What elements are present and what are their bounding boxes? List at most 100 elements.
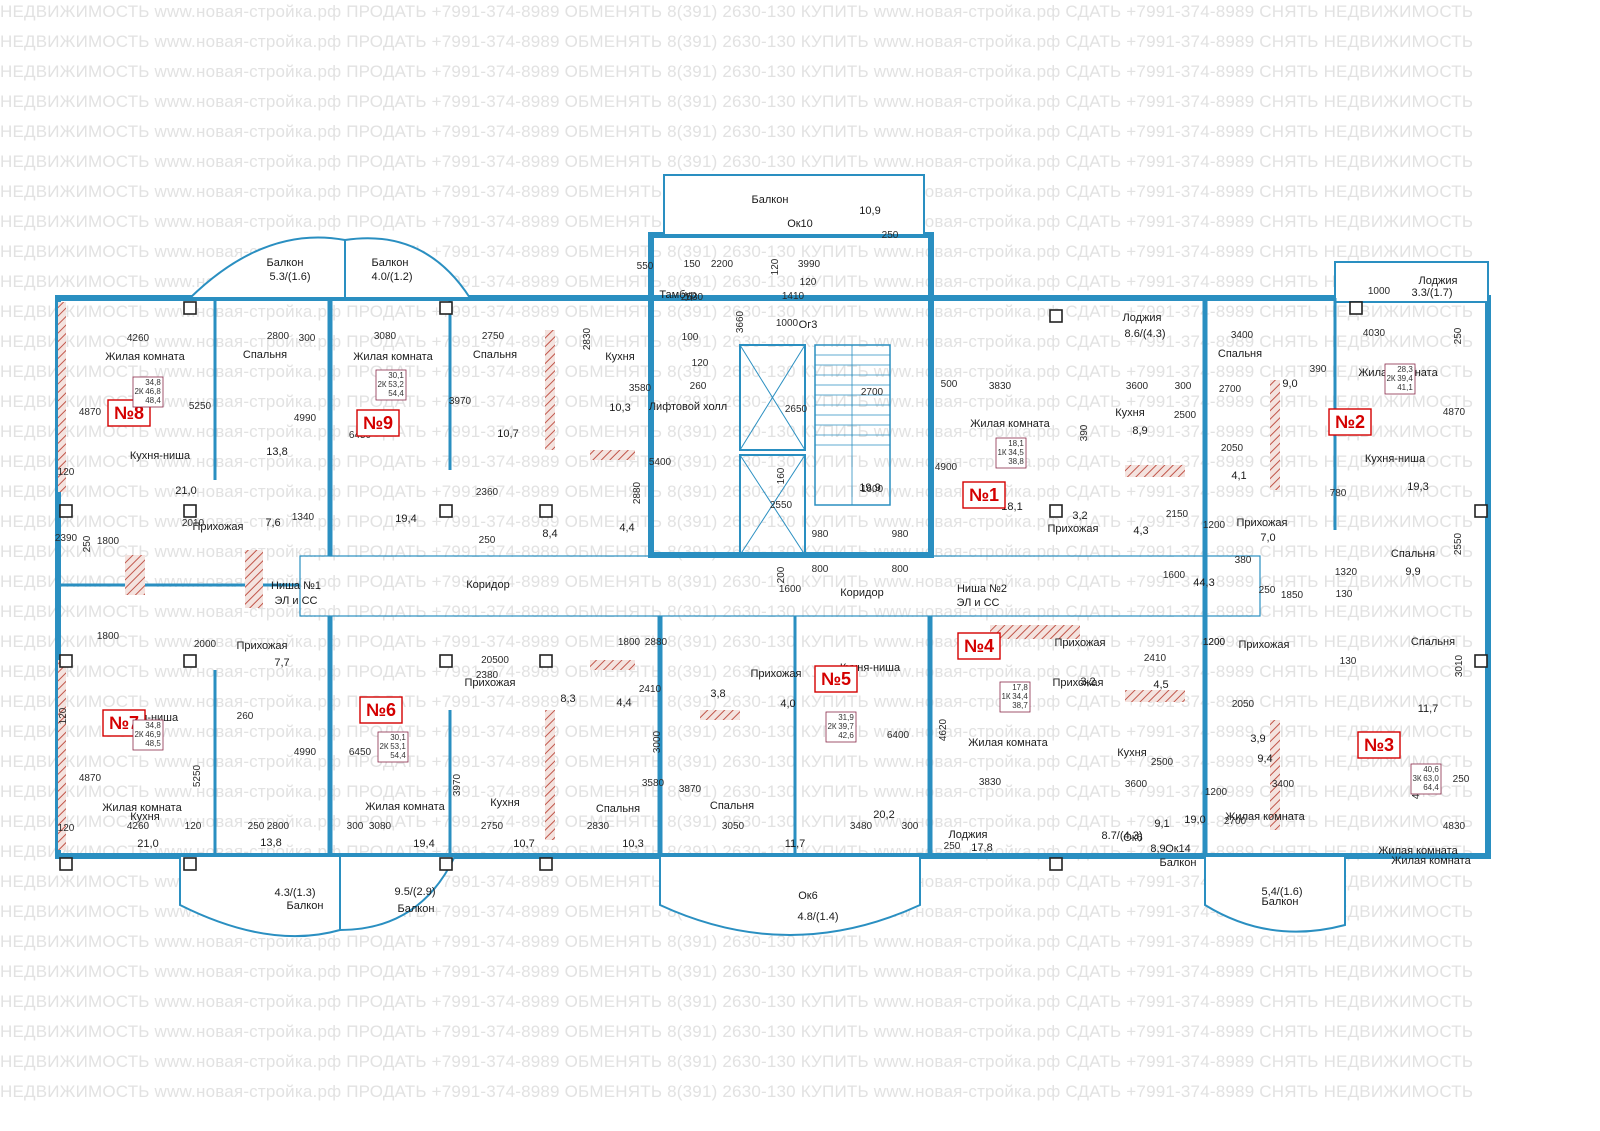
apartment-number: №3 — [1364, 735, 1394, 755]
dimension-label: 4620 — [938, 718, 949, 741]
apartment-number: №8 — [114, 403, 144, 423]
room-label: 10,3 — [609, 402, 630, 414]
dimension-label: 130 — [1340, 656, 1357, 667]
apartment-area: 17,8 — [1012, 683, 1028, 692]
apartment-area: 34,4 — [1012, 692, 1028, 701]
dimension-label: 3580 — [629, 383, 652, 394]
room-label: Спальня — [596, 803, 640, 815]
room-label: 13,8 — [266, 446, 287, 458]
room-label: 3,2 — [1080, 676, 1095, 688]
dimension-label: 1200 — [1203, 637, 1226, 648]
dimension-label: 3080 — [374, 331, 397, 342]
dimension-label: 250 — [479, 535, 496, 546]
room-label: Жилая комната — [1391, 855, 1471, 867]
building-outline — [55, 174, 1491, 938]
dimension-label: 300 — [299, 333, 316, 344]
apartment-number-box — [1357, 731, 1401, 759]
room-label: 19,9 — [859, 482, 880, 494]
room-label: Ок10 — [787, 218, 813, 230]
dimension-label: 4870 — [79, 407, 102, 418]
room-label: Тамбур — [659, 289, 696, 301]
dimension-label: 1800 — [97, 631, 120, 642]
dimension-label: 120 — [58, 467, 75, 478]
dimension-label: 2390 — [55, 533, 78, 544]
dimension-label: 3600 — [1125, 779, 1148, 790]
room-label: 19,4 — [413, 838, 434, 850]
room-label: 9,9 — [1405, 566, 1420, 578]
dimension-label: 120 — [800, 277, 817, 288]
dimension-label: 6450 — [349, 747, 372, 758]
room-label: Балкон — [267, 257, 304, 269]
dimension-label: 2410 — [639, 684, 662, 695]
room-label: 8,3 — [560, 693, 575, 705]
dimension-label: 3970 — [452, 773, 463, 796]
dimension-label: 1200 — [1203, 637, 1226, 648]
apartment-number: №7 — [109, 713, 139, 733]
dimension-label: 1320 — [1335, 567, 1358, 578]
room-label: 8,4 — [542, 528, 557, 540]
apartment-number-box — [962, 481, 1006, 509]
apartment-number-box — [359, 696, 403, 724]
plan-labels-layer: БалконОк1010,9Балкон5.3/(1.6)Балкон4.0/(… — [102, 194, 1471, 923]
apartment-number-box — [356, 409, 400, 437]
room-label: Ниша №2 — [957, 583, 1007, 595]
room-label: 4.0/(1.2) — [372, 271, 413, 283]
room-label: 7,0 — [1260, 532, 1275, 544]
dimension-label: 2880 — [632, 481, 643, 504]
dimension-label: 2150 — [1166, 509, 1189, 520]
dimension-label: 2050 — [1221, 443, 1244, 454]
dimension-label: 4260 — [127, 821, 150, 832]
dimension-label: 6400 — [887, 730, 910, 741]
dimension-label: 3600 — [1126, 381, 1149, 392]
room-label: Спальня — [1218, 348, 1262, 360]
room-label: 10,7 — [513, 838, 534, 850]
apartment-area: 46,8 — [145, 387, 161, 396]
room-label: 4,0 — [780, 698, 795, 710]
apartment-area: 34,5 — [1008, 448, 1024, 457]
room-label: Балкон — [1262, 896, 1299, 908]
apartment-area: 18,1 — [1008, 439, 1024, 448]
dimension-label: 3990 — [798, 259, 821, 270]
dimension-label: 2530 — [681, 292, 704, 303]
dimension-label: 120 — [58, 823, 75, 834]
room-label: Балкон — [287, 900, 324, 912]
dimension-label: 980 — [812, 529, 829, 540]
room-label: 13,8 — [260, 837, 281, 849]
dimension-label: 300 — [347, 821, 364, 832]
room-label: Балкон — [1160, 857, 1197, 869]
dimension-label: 3400 — [1231, 330, 1254, 341]
apartment-area: 38,8 — [1008, 457, 1024, 466]
dimension-label: 120 — [770, 258, 781, 275]
apartment-rooms: 3К — [1412, 774, 1421, 783]
room-label: 4.3/(1.3) — [275, 887, 316, 899]
dimension-label: 2750 — [481, 821, 504, 832]
room-label: Жилая комната — [105, 351, 185, 363]
dimension-label: 100 — [682, 332, 699, 343]
apartment-info-box — [132, 719, 164, 751]
room-label: 3,9 — [1250, 733, 1265, 745]
apartment-info-box — [825, 711, 857, 743]
dimension-label: 1800 — [618, 637, 641, 648]
dimension-label: 1410 — [782, 291, 805, 302]
dimension-label: 2380 — [476, 670, 499, 681]
room-label: Коридор — [466, 579, 509, 591]
room-label: Прихожая — [751, 668, 802, 680]
dimension-label: 130 — [1336, 589, 1353, 600]
dimension-label: 1850 — [1281, 590, 1304, 601]
apartment-info-box — [1384, 363, 1416, 395]
room-label: 10,3 — [622, 838, 643, 850]
room-label: Лоджия — [1419, 275, 1458, 287]
apartment-rooms: 2К — [379, 742, 388, 751]
dimension-label: 20500 — [481, 655, 509, 666]
